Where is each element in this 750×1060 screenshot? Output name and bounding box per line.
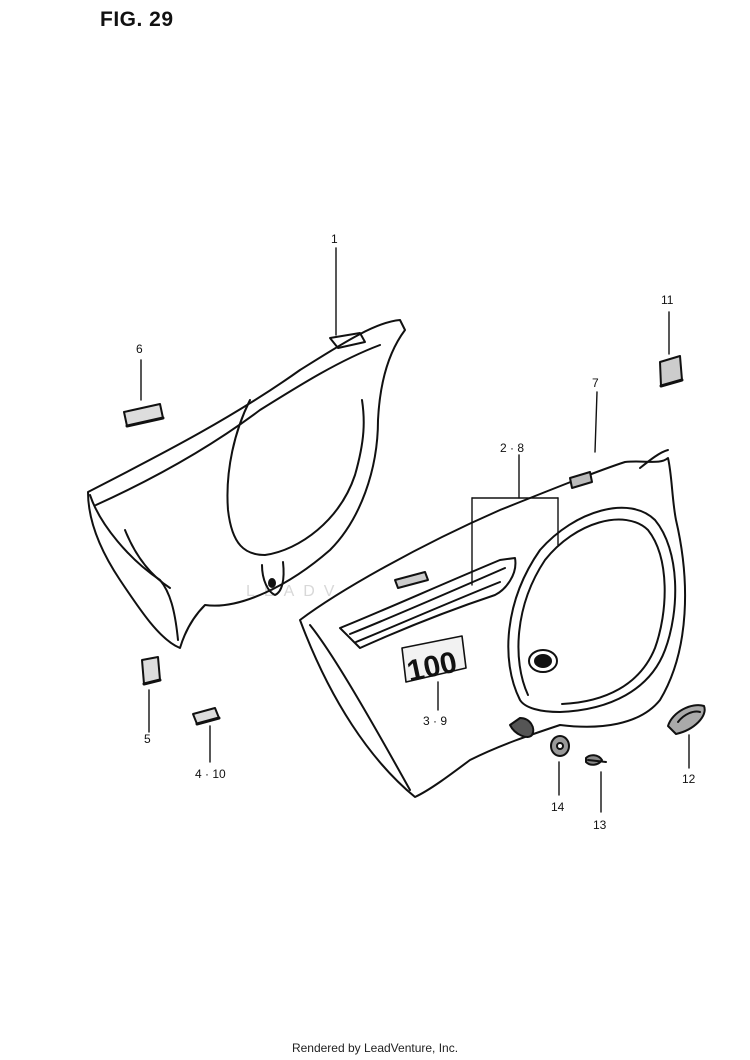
- part-12-emblem: [667, 704, 706, 735]
- callout-3-9: 3 · 9: [423, 714, 448, 728]
- part-11-plate: [659, 355, 684, 388]
- callout-bracket-2-8: [471, 454, 559, 586]
- callout-5: 5: [144, 732, 151, 746]
- callout-11: 11: [661, 293, 674, 307]
- part-13-screw: [585, 754, 607, 766]
- emblem-100: [401, 635, 467, 683]
- part-4-pad: [192, 707, 221, 726]
- callout-12: 12: [682, 772, 696, 786]
- figure-title: FIG. 29: [100, 8, 174, 31]
- footer-credit: Rendered by LeadVenture, Inc.: [291, 1041, 459, 1055]
- part-6-grommet: [123, 403, 165, 428]
- callout-14: 14: [551, 800, 565, 814]
- callout-13: 13: [593, 818, 607, 832]
- part-14-washer: [550, 735, 570, 757]
- callout-2-8: 2 · 8: [500, 441, 525, 455]
- callout-4-10: 4 · 10: [195, 767, 226, 781]
- part-2-right-frame-cover: [299, 449, 687, 798]
- callout-6: 6: [136, 342, 143, 356]
- part-5-grommet: [141, 656, 162, 686]
- callout-1: 1: [331, 232, 338, 246]
- callout-7: 7: [592, 376, 599, 390]
- part-1-left-frame-cover: [87, 319, 406, 649]
